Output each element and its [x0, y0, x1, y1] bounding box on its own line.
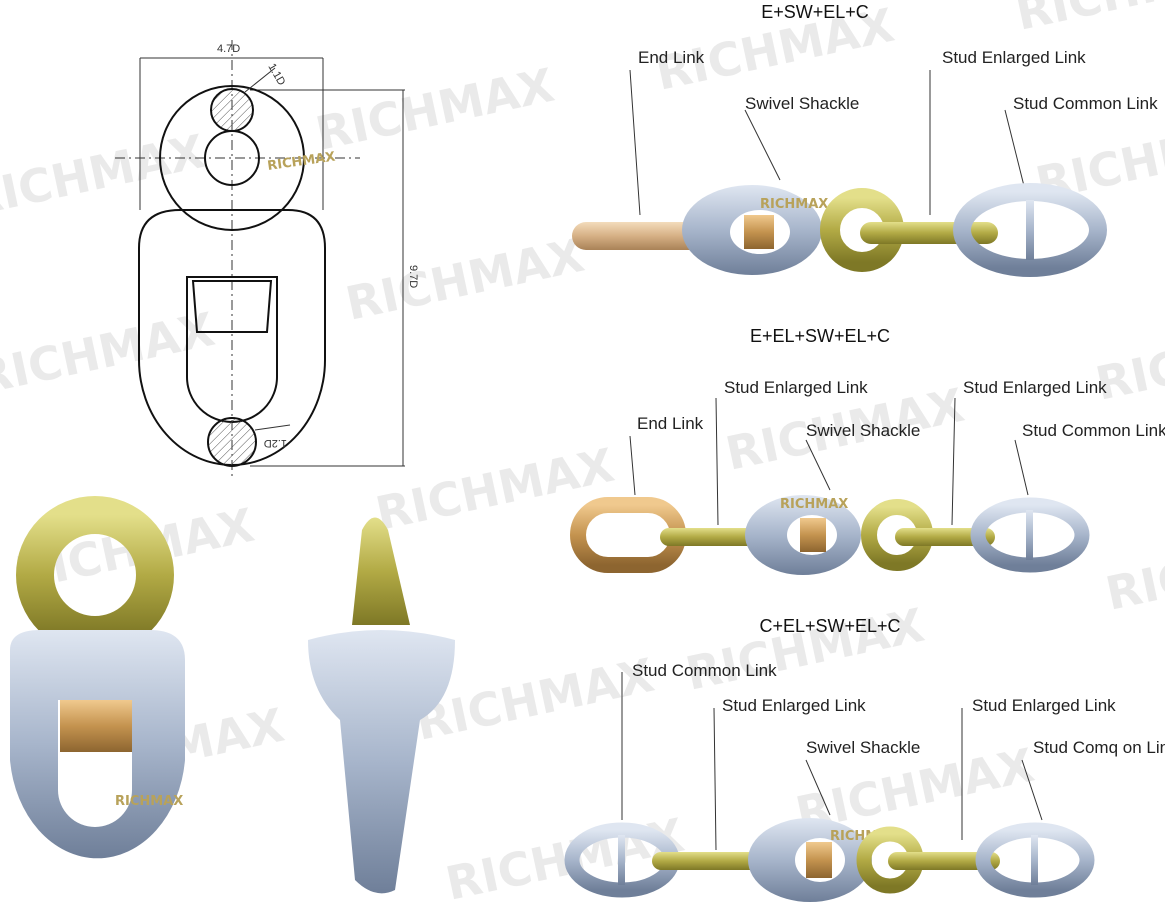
height-dimension: 9.7D	[407, 265, 419, 288]
swivel-watermark: RICHMAX	[760, 197, 828, 212]
label-stud-common-link: Stud Common Link	[1013, 94, 1158, 113]
watermark: RICHMAX	[1101, 518, 1165, 621]
assembly-c-el-sw-el-c: C+EL+SW+EL+C Stud Common Link Stud Enlar…	[564, 616, 1165, 902]
assembly-title: E+EL+SW+EL+C	[750, 326, 890, 346]
width-dimension: 4.7D	[217, 43, 240, 55]
swivel-front-view: RICHMAX	[10, 496, 185, 859]
swivel-watermark: RICHMAX	[780, 497, 848, 512]
front-view-watermark: RICHMAX	[115, 794, 183, 809]
label-stud-common-link: Stud Comq on Link	[1033, 738, 1165, 757]
assembly-e-sw-el-c: E+SW+EL+C End Link Stud Enlarged Link Sw…	[572, 2, 1158, 277]
label-swivel-shackle: Swivel Shackle	[806, 421, 920, 440]
top-diameter-dimension: 1.1D	[265, 62, 287, 88]
label-swivel-shackle: Swivel Shackle	[745, 94, 859, 113]
watermark: RICHMAX	[1011, 0, 1165, 41]
watermark: RICHMAX	[0, 124, 209, 227]
watermark: RICHMAX	[311, 58, 559, 161]
assembly-title: E+SW+EL+C	[761, 2, 869, 22]
label-stud-enlarged-link: Stud Enlarged Link	[722, 696, 866, 715]
label-end-link: End Link	[637, 414, 704, 433]
label-stud-enlarged-link: Stud Enlarged Link	[963, 378, 1107, 397]
assembly-e-el-sw-el-c: E+EL+SW+EL+C Stud Enlarged Link Stud Enl…	[570, 326, 1165, 575]
label-stud-common-link: Stud Common Link	[632, 661, 777, 680]
assembly-title: C+EL+SW+EL+C	[759, 616, 900, 636]
bottom-diameter-dimension: 1.2D	[264, 437, 287, 449]
watermark: RICHMAX	[681, 598, 929, 701]
technical-drawing: 4.7D 9.7D 1.1D RICHMAX 1.2D	[115, 40, 419, 480]
label-swivel-shackle: Swivel Shackle	[806, 738, 920, 757]
label-stud-enlarged-link: Stud Enlarged Link	[724, 378, 868, 397]
label-stud-enlarged-link: Stud Enlarged Link	[942, 48, 1086, 67]
drawing-watermark: RICHMAX	[266, 150, 336, 174]
label-stud-enlarged-link: Stud Enlarged Link	[972, 696, 1116, 715]
label-end-link: End Link	[638, 48, 705, 67]
swivel-side-view	[308, 517, 455, 894]
watermark: RICHMAX	[341, 228, 589, 331]
label-stud-common-link: Stud Common Link	[1022, 421, 1165, 440]
